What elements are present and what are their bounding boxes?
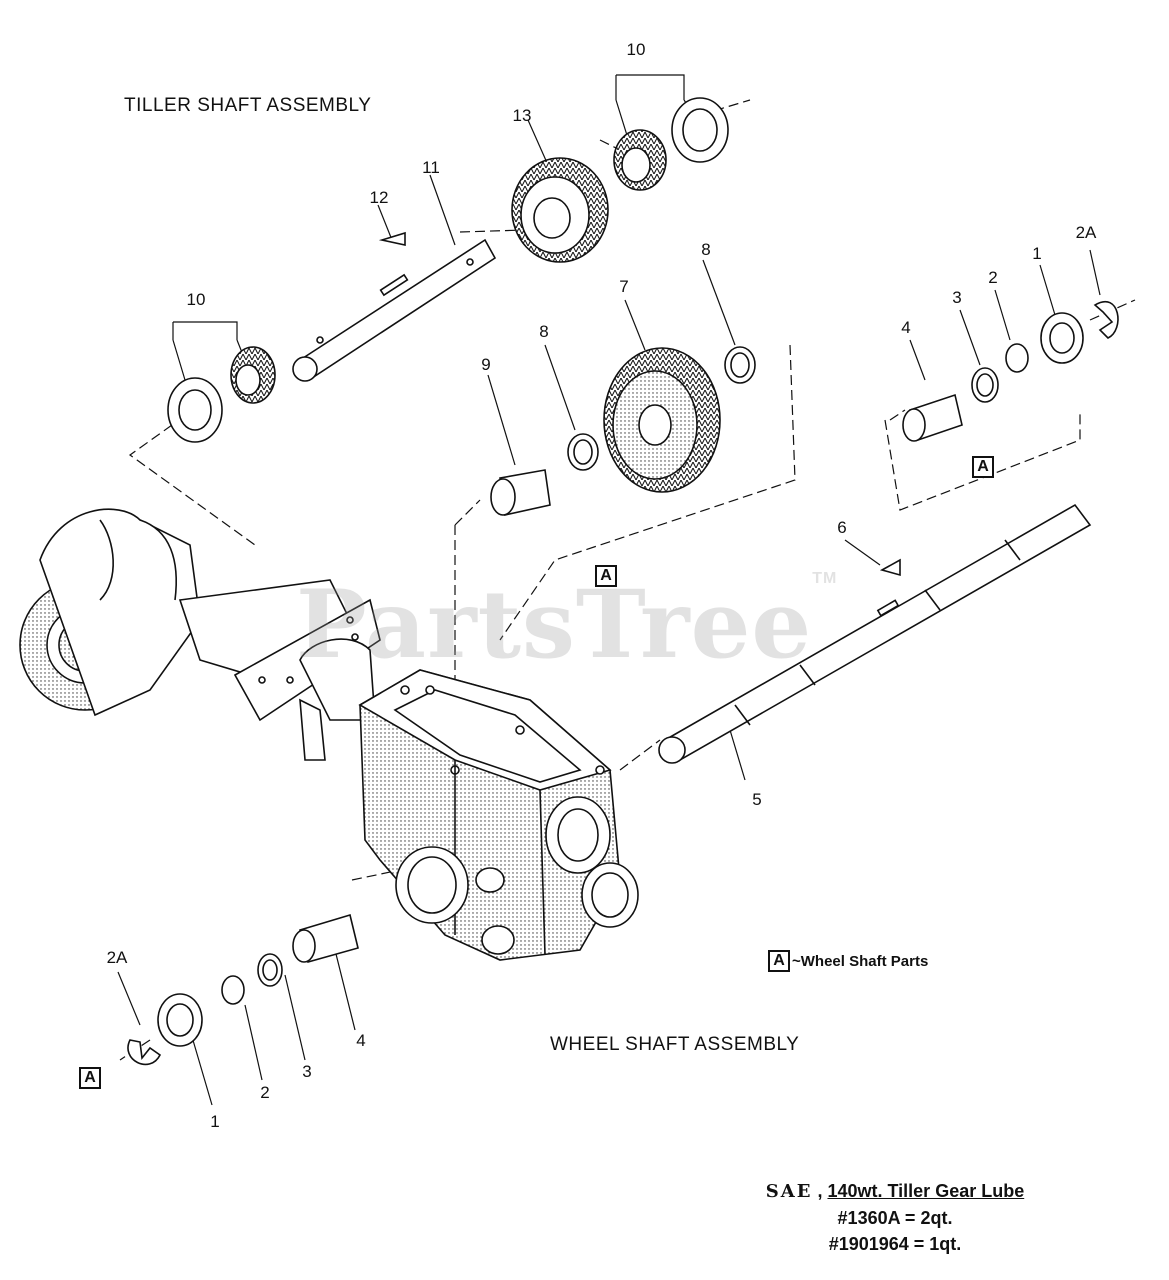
callout-4-left: 4 [356, 1031, 366, 1050]
callout-1-left: 1 [210, 1112, 220, 1131]
callout-6: 6 [837, 518, 847, 537]
clip-2-right [1005, 343, 1029, 373]
tiller-assembly-title: TILLER SHAFT ASSEMBLY [124, 95, 372, 116]
key-12 [378, 231, 406, 246]
bearing-1-right [1040, 312, 1084, 364]
bearing-cup-upper [671, 97, 729, 163]
callout-12: 12 [369, 188, 389, 207]
callout-13: 13 [512, 106, 532, 125]
bearing-cone-lower [230, 346, 276, 404]
wheel-shaft-5 [658, 503, 1092, 764]
bearing-1-left [157, 993, 203, 1047]
lube-sae: SAE [765, 1181, 813, 1202]
callout-4-right: 4 [901, 318, 911, 337]
bearing-cup-lower [167, 377, 223, 443]
callout-2A-right: 2A [1075, 223, 1097, 242]
callout-10-lower: 10 [186, 290, 206, 309]
spacer-4-right [902, 393, 963, 442]
callout-10-upper: 10 [626, 40, 646, 59]
clip-2-left [221, 975, 245, 1005]
callout-5: 5 [752, 790, 762, 809]
clip-2A-right [1093, 301, 1119, 339]
spacer-4-left [292, 913, 359, 963]
clip-2A-left [127, 1039, 162, 1066]
key-6 [879, 558, 901, 577]
callout-3-left: 3 [302, 1062, 312, 1081]
callout-11: 11 [422, 158, 440, 177]
washer-8-lower [567, 433, 599, 471]
wheel-shaft-marker-right: A [972, 456, 994, 478]
washer-3-right [971, 367, 999, 403]
housing [19, 508, 639, 961]
washer-3-left [257, 953, 283, 987]
tiller-shaft-11 [292, 238, 497, 382]
bearing-cone-upper [613, 129, 667, 191]
spacer-9 [490, 469, 551, 516]
callout-2A-left: 2A [106, 948, 128, 967]
wheel-shaft-parts [127, 301, 1119, 1066]
lube-product: 140wt. Tiller Gear Lube [827, 1181, 1025, 1201]
wheel-assembly-title: WHEEL SHAFT ASSEMBLY [550, 1034, 800, 1055]
callout-3-right: 3 [952, 288, 962, 307]
lube-line-2: #1360A = 2qt. [837, 1208, 953, 1228]
leader-lines [117, 74, 1101, 1106]
lube-note: SAE , 140wt. Tiller Gear Lube #1360A = 2… [740, 1178, 1050, 1257]
legend: A ~Wheel Shaft Parts [768, 950, 928, 972]
callout-1-right: 1 [1032, 244, 1042, 263]
lube-line-3: #1901964 = 1qt. [828, 1234, 962, 1254]
gear-13 [511, 157, 609, 263]
tiller-shaft-parts [167, 97, 729, 443]
gear-7 [603, 347, 721, 493]
legend-box: A [768, 950, 790, 972]
callout-7: 7 [619, 277, 629, 296]
callout-2-left: 2 [260, 1083, 270, 1102]
legend-text: ~Wheel Shaft Parts [792, 952, 929, 970]
callout-9: 9 [481, 355, 491, 374]
wheel-shaft-marker-left: A [79, 1067, 101, 1089]
callout-8-upper: 8 [701, 240, 711, 259]
washer-8-upper [724, 346, 756, 384]
callout-8-lower: 8 [539, 322, 549, 341]
callout-2-right: 2 [988, 268, 998, 287]
wheel-shaft-marker-center: A [595, 565, 617, 587]
lube-line-1: SAE , 140wt. Tiller Gear Lube [765, 1181, 1025, 1202]
